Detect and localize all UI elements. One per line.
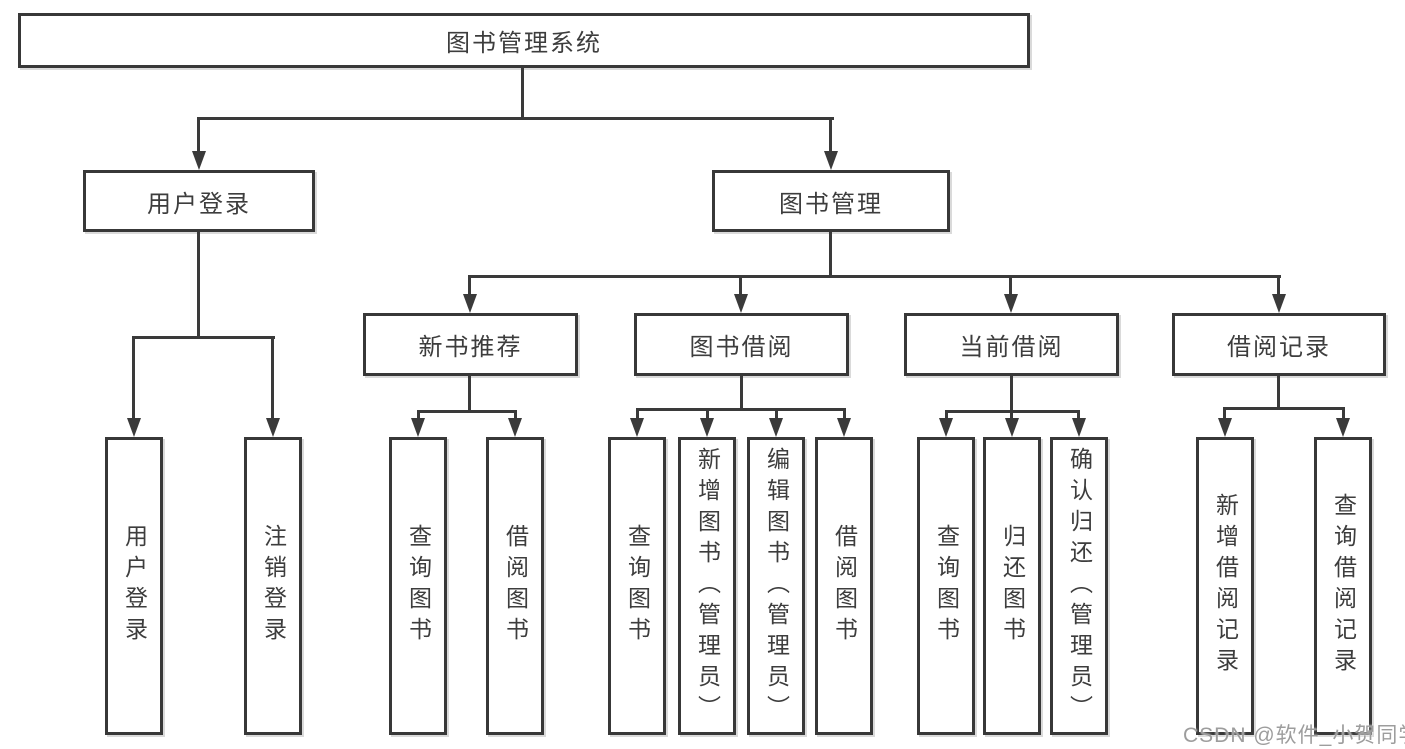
leaf-return-books-label: 归还图书 (999, 524, 1026, 648)
connector-userlogin-bracket (132, 336, 275, 339)
arrow-icon (1218, 418, 1232, 437)
arrow-icon (508, 418, 522, 437)
connector-root-drop-left (197, 117, 200, 153)
leaf-borrow-books-borrow: 借阅图书 (815, 437, 873, 735)
node-new-book-recommend: 新书推荐 (363, 313, 578, 376)
leaf-borrow-books-borrow-label: 借阅图书 (831, 524, 858, 648)
node-current-borrow: 当前借阅 (904, 313, 1119, 376)
arrow-icon (1004, 294, 1018, 313)
leaf-query-books-newbook: 查询图书 (389, 437, 447, 735)
connector-bookborrow-stub (740, 376, 743, 408)
connector-bookmgmt-drop-4 (1277, 275, 1280, 296)
arrow-icon (700, 418, 714, 437)
node-book-borrow: 图书借阅 (634, 313, 849, 376)
leaf-query-books-current-label: 查询图书 (933, 524, 960, 648)
connector-newbooks-drop-2 (514, 410, 517, 420)
leaf-add-borrow-record-label: 新增借阅记录 (1212, 493, 1239, 679)
leaf-query-books-newbook-label: 查询图书 (405, 524, 432, 648)
connector-bookborrow-bracket (636, 408, 846, 411)
node-new-book-recommend-label: 新书推荐 (418, 334, 523, 361)
connector-newbooks-stub (468, 376, 471, 410)
leaf-query-books-current: 查询图书 (917, 437, 975, 735)
arrow-icon (824, 151, 838, 170)
leaf-add-borrow-record: 新增借阅记录 (1196, 437, 1254, 735)
watermark: CSDN @软件_小贺同学 (1183, 724, 1405, 747)
connector-bookborrow-drop-3 (775, 408, 778, 420)
leaf-query-books-borrow-label: 查询图书 (624, 524, 651, 648)
arrow-icon (266, 418, 280, 437)
connector-currentborrow-drop-2 (1010, 410, 1013, 420)
connector-userlogin-stub (197, 232, 200, 337)
leaf-query-books-borrow: 查询图书 (608, 437, 666, 735)
node-book-management: 图书管理 (712, 170, 950, 232)
arrow-icon (630, 418, 644, 437)
leaf-confirm-return-admin: 确认归还（管理员） (1050, 437, 1108, 735)
connector-root-stub (521, 68, 524, 118)
node-root: 图书管理系统 (18, 13, 1030, 68)
node-user-login: 用户登录 (83, 170, 315, 232)
arrow-icon (411, 418, 425, 437)
connector-bookborrow-drop-4 (843, 408, 846, 420)
leaf-edit-books-admin: 编辑图书（管理员） (747, 437, 805, 735)
node-borrow-records: 借阅记录 (1172, 313, 1386, 376)
connector-bookborrow-drop-1 (636, 408, 639, 420)
leaf-borrow-books-newbook-label: 借阅图书 (502, 524, 529, 648)
node-user-login-label: 用户登录 (147, 190, 251, 218)
arrow-icon (1272, 294, 1286, 313)
arrow-icon (192, 151, 206, 170)
connector-bookmgmt-drop-1 (468, 275, 471, 296)
leaf-borrow-books-newbook: 借阅图书 (486, 437, 544, 735)
arrow-icon (1005, 418, 1019, 437)
connector-records-bracket (1223, 407, 1345, 410)
arrow-icon (1072, 418, 1086, 437)
arrow-icon (463, 294, 477, 313)
connector-records-drop-1 (1223, 407, 1226, 420)
node-borrow-records-label: 借阅记录 (1227, 334, 1331, 361)
connector-bookmgmt-bracket (468, 275, 1281, 278)
leaf-confirm-return-admin-label: 确认归还（管理员） (1066, 446, 1093, 726)
leaf-query-borrow-record-label: 查询借阅记录 (1330, 493, 1357, 679)
connector-userlogin-drop-1 (132, 336, 135, 420)
arrow-icon (837, 418, 851, 437)
leaf-return-books: 归还图书 (983, 437, 1041, 735)
leaf-edit-books-admin-label: 编辑图书（管理员） (763, 446, 790, 726)
connector-newbooks-bracket (417, 410, 517, 413)
node-root-label: 图书管理系统 (446, 30, 602, 57)
connector-root-drop-right (829, 117, 832, 153)
arrow-icon (127, 418, 141, 437)
node-book-management-label: 图书管理 (779, 190, 883, 218)
connector-bookborrow-drop-2 (706, 408, 709, 420)
leaf-logout-login: 注销登录 (244, 437, 302, 735)
connector-bookmgmt-drop-2 (739, 275, 742, 296)
connector-currentborrow-stub (1010, 376, 1013, 410)
connector-currentborrow-drop-3 (1077, 410, 1080, 420)
arrow-icon (769, 418, 783, 437)
leaf-user-login: 用户登录 (105, 437, 163, 735)
leaf-add-books-admin-label: 新增图书（管理员） (694, 446, 721, 726)
connector-records-drop-2 (1342, 407, 1345, 420)
arrow-icon (734, 294, 748, 313)
node-book-borrow-label: 图书借阅 (689, 334, 794, 361)
leaf-add-books-admin: 新增图书（管理员） (678, 437, 736, 735)
connector-currentborrow-drop-1 (945, 410, 948, 420)
connector-newbooks-drop-1 (417, 410, 420, 420)
arrow-icon (1336, 418, 1350, 437)
connector-bookmgmt-stub (829, 232, 832, 276)
connector-bookmgmt-drop-3 (1009, 275, 1012, 296)
leaf-user-login-label: 用户登录 (121, 524, 148, 648)
connector-root-bracket (197, 117, 834, 120)
leaf-logout-login-label: 注销登录 (260, 524, 287, 648)
arrow-icon (939, 418, 953, 437)
node-current-borrow-label: 当前借阅 (959, 334, 1064, 361)
leaf-query-borrow-record: 查询借阅记录 (1314, 437, 1372, 735)
connector-userlogin-drop-2 (271, 336, 274, 420)
connector-records-stub (1277, 376, 1280, 407)
